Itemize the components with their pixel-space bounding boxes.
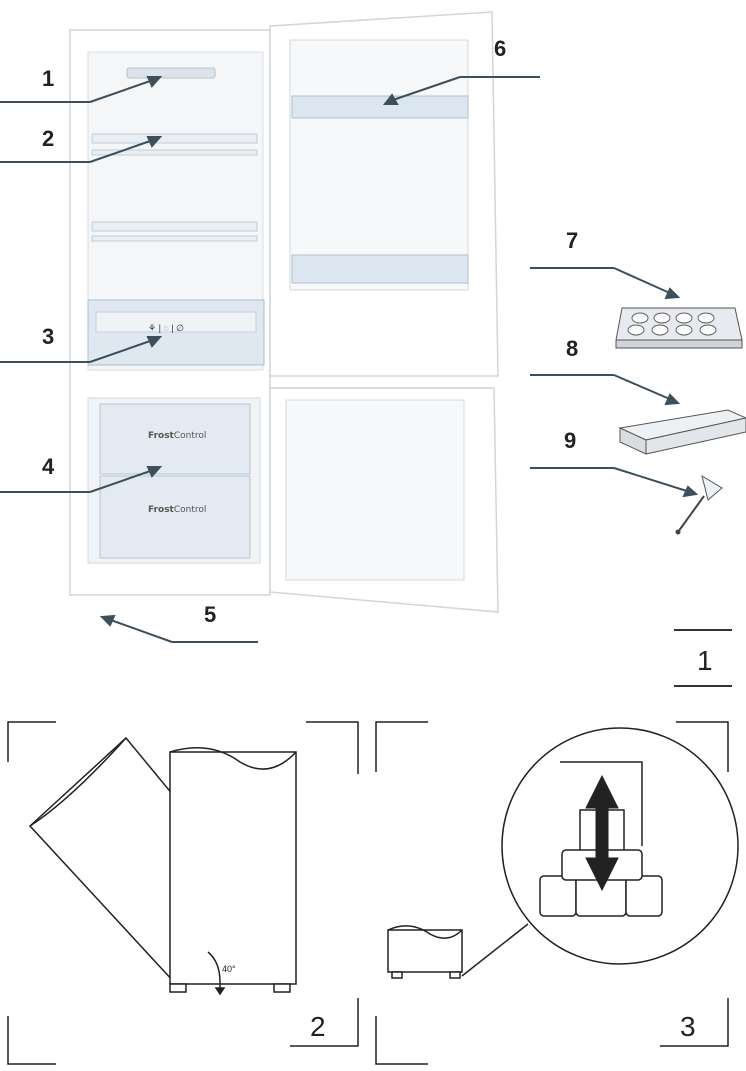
figure-2-number: 2 <box>310 1011 326 1042</box>
svg-text:FrostControl: FrostControl <box>148 431 206 441</box>
crisper-drawer-icons: ⚘ | ◌ | ∅ <box>148 323 184 333</box>
callout-5: 5 <box>204 602 216 627</box>
glass-shelves <box>91 133 258 242</box>
callout-leaders <box>0 76 699 643</box>
freezer-drawer-upper <box>99 403 251 475</box>
ice-cube-tray <box>618 409 746 455</box>
adjust-height-arrow-icon <box>585 774 619 892</box>
figure-1-number: 1 <box>697 645 713 676</box>
callout-3: 3 <box>42 324 54 349</box>
interior-light <box>126 67 216 79</box>
callout-6: 6 <box>494 36 506 61</box>
callout-2: 2 <box>42 126 54 151</box>
fridge-base <box>387 929 463 973</box>
upright-fridge <box>169 751 297 985</box>
callout-4: 4 <box>42 454 55 479</box>
frostcontrol-label-lower: FrostControl <box>148 505 206 515</box>
tilt-angle-arc <box>207 951 221 983</box>
svg-text:FrostControl: FrostControl <box>148 505 206 515</box>
egg-tray <box>615 307 743 349</box>
figure-1-number-box <box>674 629 732 687</box>
callout-1: 1 <box>42 66 54 91</box>
door-balcony-lower <box>291 254 469 284</box>
door-balcony-upper <box>291 95 469 119</box>
frostcontrol-regular-2: Control <box>174 505 207 515</box>
frostcontrol-label-upper: FrostControl <box>148 431 206 441</box>
ice-scraper <box>675 474 723 535</box>
freezer-door-inner-panel <box>285 399 465 581</box>
fridge-door-inner-panel <box>289 39 469 291</box>
figure-2-tilt-diagram <box>7 721 359 1065</box>
frostcontrol-bold-1: Frost <box>148 431 175 441</box>
figure-1-fridge-overview: ⚘ | ◌ | ∅ FrostControl FrostControl <box>0 11 746 687</box>
crisper-drawer-front <box>95 311 257 333</box>
frostcontrol-regular-1: Control <box>174 431 207 441</box>
callout-7: 7 <box>566 228 578 253</box>
frostcontrol-bold-2: Frost <box>148 505 175 515</box>
figure-3-number: 3 <box>680 1011 696 1042</box>
tilt-angle-label: 40° <box>222 964 236 974</box>
freezer-drawer-lower <box>99 475 251 559</box>
callout-8: 8 <box>566 336 578 361</box>
callout-9: 9 <box>564 428 576 453</box>
figure-3-levelling-feet <box>375 721 739 1065</box>
